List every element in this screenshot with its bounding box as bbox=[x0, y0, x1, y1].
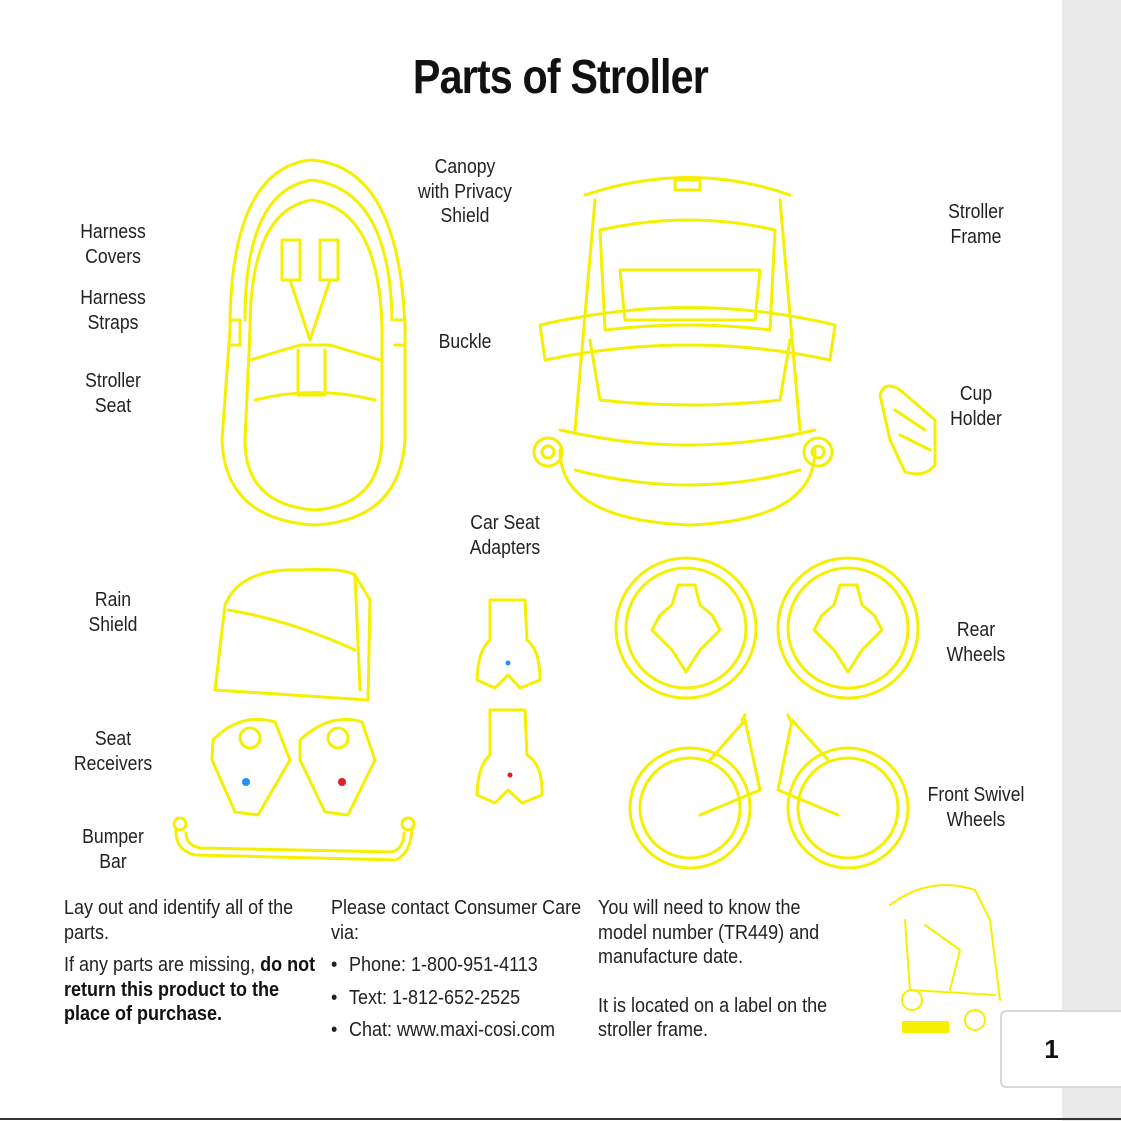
blue-dot-indicator bbox=[242, 778, 250, 786]
label-stroller-frame: Stroller Frame bbox=[906, 200, 1047, 249]
page-tab: 1 bbox=[1000, 1010, 1121, 1088]
label-rear-wheels: Rear Wheels bbox=[906, 618, 1047, 667]
red-dot-indicator bbox=[338, 778, 346, 786]
bumper-bar-illustration bbox=[174, 818, 414, 860]
stroller-seat-illustration bbox=[222, 160, 405, 525]
label-car-seat-adapters: Car Seat Adapters bbox=[435, 511, 576, 560]
page-number: 1 bbox=[1002, 1034, 1101, 1065]
bottom-rule bbox=[0, 1118, 1121, 1120]
contact-list: •Phone: 1-800-951-4113 •Text: 1-812-652-… bbox=[331, 953, 583, 1043]
seat-receiver-illustration bbox=[212, 719, 375, 815]
rain-shield-illustration bbox=[215, 570, 370, 700]
adapter-red-dot bbox=[508, 773, 513, 778]
contact-intro: Please contact Consumer Care via: bbox=[331, 896, 583, 945]
label-bumper-bar: Bumper Bar bbox=[43, 825, 184, 874]
label-canopy: Canopy with Privacy Shield bbox=[395, 155, 536, 229]
model-info-column: You will need to know the model number (… bbox=[598, 896, 832, 1051]
label-harness-straps: Harness Straps bbox=[43, 286, 184, 335]
label-rain-shield: Rain Shield bbox=[43, 588, 184, 637]
rear-wheel-illustration bbox=[616, 558, 918, 698]
contact-chat: •Chat: www.maxi-cosi.com bbox=[331, 1018, 583, 1043]
label-stroller-seat: Stroller Seat bbox=[43, 369, 184, 418]
contact-text: •Text: 1-812-652-2525 bbox=[331, 986, 583, 1011]
label-harness-covers: Harness Covers bbox=[43, 220, 184, 269]
assembled-stroller-illustration bbox=[890, 885, 1000, 1032]
model-number-text: You will need to know the model number (… bbox=[598, 896, 832, 970]
contact-column: Please contact Consumer Care via: •Phone… bbox=[331, 896, 583, 1051]
instructions-column: Lay out and identify all of the parts. I… bbox=[64, 896, 316, 1035]
label-location-text: It is located on a label on the stroller… bbox=[598, 994, 832, 1043]
label-front-swivel-wheels: Front Swivel Wheels bbox=[906, 783, 1047, 832]
contact-phone: •Phone: 1-800-951-4113 bbox=[331, 953, 583, 978]
front-swivel-wheel-illustration bbox=[630, 715, 908, 868]
label-seat-receivers: Seat Receivers bbox=[43, 727, 184, 776]
instructions-missing-text: If any parts are missing, do not return … bbox=[64, 953, 316, 1027]
adapter-blue-dot bbox=[506, 661, 511, 666]
instructions-layout-text: Lay out and identify all of the parts. bbox=[64, 896, 316, 945]
label-buckle: Buckle bbox=[395, 330, 536, 355]
stroller-frame-illustration bbox=[534, 178, 835, 526]
label-cup-holder: Cup Holder bbox=[906, 382, 1047, 431]
